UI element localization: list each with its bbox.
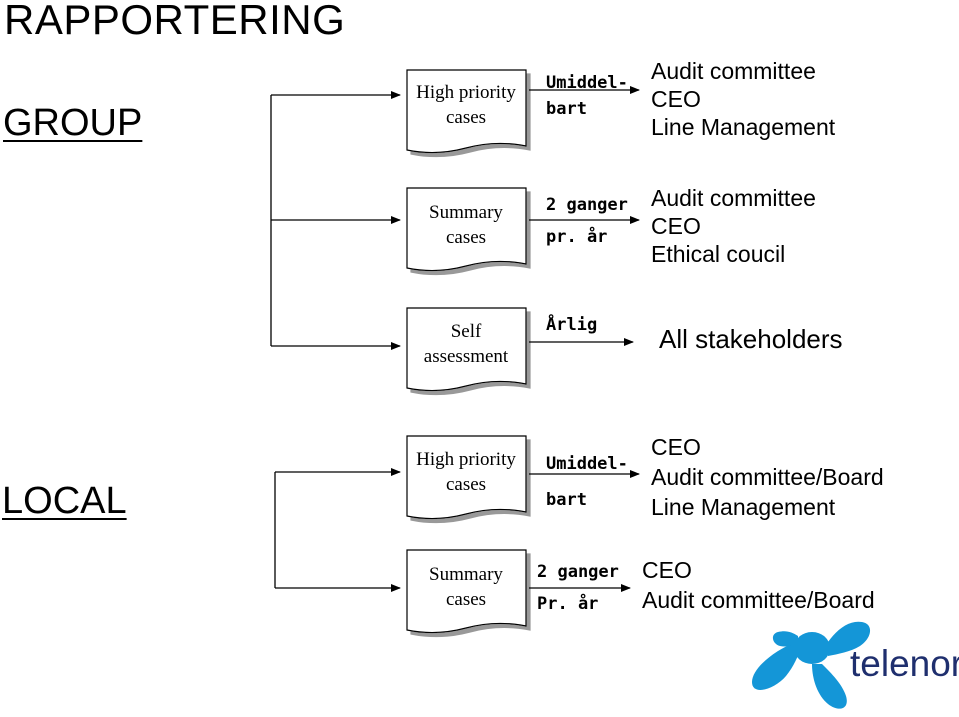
recipient-item: Line Management [651,494,836,520]
frequency-label-line: Umiddel- [546,454,628,474]
document-label: Self assessment [406,319,526,369]
document-shape [406,549,527,634]
frequency-label-line: 2 ganger [537,562,619,582]
document-shape [406,187,527,272]
telenor-wordmark: telenor [850,643,959,684]
telenor-logo: telenor [752,621,959,709]
recipient-item: CEO [651,434,701,460]
recipient-list: Audit committee CEO Line Management [651,57,835,141]
document-label: Summary cases [406,562,526,612]
frequency-label-line: Årlig [546,315,598,335]
frequency-label-line: bart [546,490,587,510]
recipient-item: Audit committee/Board [651,464,884,490]
recipient-item: Audit committee [651,58,816,84]
recipient-list: Audit committee CEO Ethical coucil [651,184,816,268]
page-title: RAPPORTERING [4,0,346,43]
document-label-line: Summary [429,202,503,223]
document-shape [406,435,527,520]
document-label-line: cases [445,227,487,248]
recipient-item: CEO [642,557,692,583]
frequency-label-line: 2 ganger [546,195,628,215]
recipient-list: CEO Audit committee/Board Line Managemen… [651,432,884,522]
frequency-label-line: Pr. år [537,594,599,614]
recipient-item: Audit committee [651,185,816,211]
recipient-list: CEO Audit committee/Board [642,555,875,615]
recipient-list: All stakeholders [659,325,843,353]
group-bracket [270,91,401,350]
frequency-label: Umiddel- bart [546,446,628,518]
document-label-line: Self [450,321,482,342]
recipient-item: Ethical coucil [651,241,786,267]
frequency-label-line: Umiddel- [546,73,628,93]
recipient-item: All stakeholders [659,324,843,354]
document-label: Summary cases [406,200,526,250]
frequency-label: 2 ganger pr. år [546,189,628,253]
telenor-propeller-icon [752,621,871,709]
document-label-line: cases [445,107,487,128]
document-label-line: High priority [416,82,516,103]
section-label-local: LOCAL [2,480,127,522]
frequency-label-line: pr. år [546,227,608,247]
frequency-label: Årlig [546,309,597,341]
section-label-group: GROUP [3,102,143,144]
document-shape [406,69,527,154]
document-label-line: High priority [416,449,516,470]
frequency-label: 2 ganger Pr. år [537,556,619,620]
local-bracket [274,468,401,592]
recipient-item: Audit committee/Board [642,587,875,613]
recipient-item: CEO [651,213,701,239]
document-label-line: cases [445,589,487,610]
document-shape [406,307,527,392]
document-label-line: Summary [429,564,503,585]
document-label: High priority cases [406,447,526,497]
document-label-line: cases [445,474,487,495]
document-label: High priority cases [406,80,526,130]
frequency-label-line: bart [546,99,587,119]
recipient-item: Line Management [651,114,836,140]
document-label-line: assessment [423,346,509,367]
recipient-item: CEO [651,86,701,112]
frequency-label: Umiddel- bart [546,70,628,122]
